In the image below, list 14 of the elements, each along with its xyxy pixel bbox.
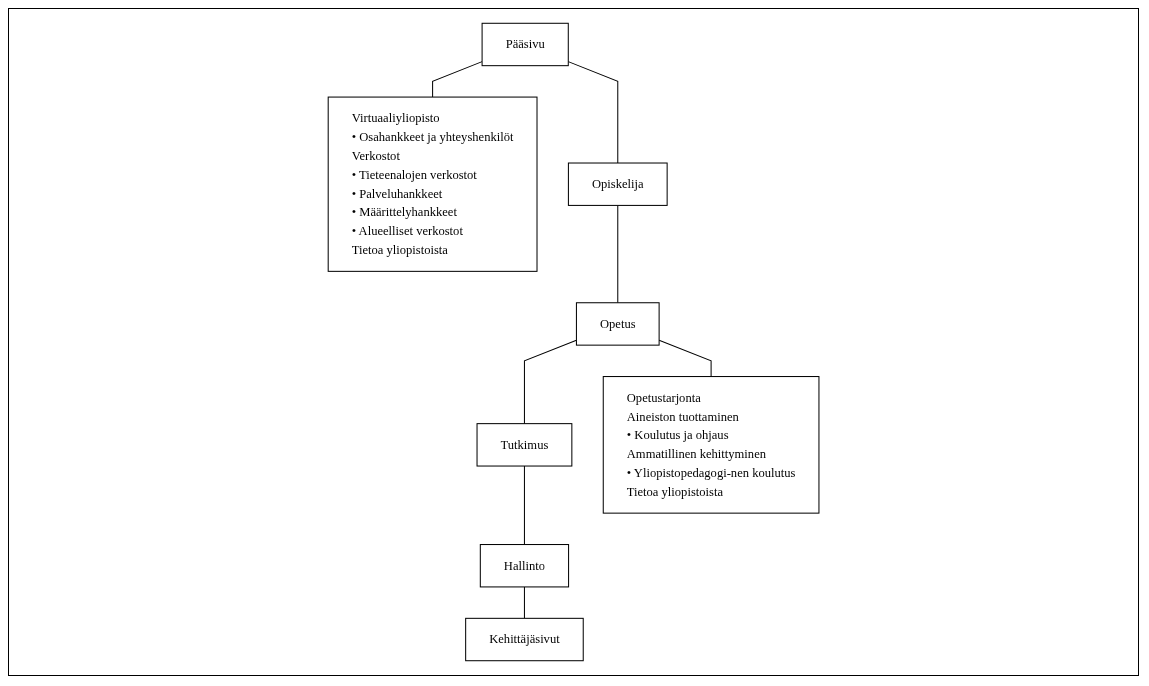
connector <box>432 61 483 98</box>
connector <box>523 339 577 425</box>
node-box <box>327 96 538 272</box>
node-box <box>479 544 569 588</box>
node-box <box>465 617 584 662</box>
node-box <box>567 162 668 206</box>
node-box <box>481 22 569 67</box>
node-box <box>476 423 573 467</box>
node-box <box>575 302 660 346</box>
connector <box>617 204 619 304</box>
connector <box>523 586 525 619</box>
connector <box>523 465 525 546</box>
page-frame: Pääsivu Virtuaaliyliopisto • Osahankkeet ja yhteyshenkilöt Verkostot • Tieteenalojen verkostot • Palveluhankkeet • Määrittelyhankkeet • Alueelliset verkostot Tietoa yliopistoista Opiskelija Opetus Tutkimus Hallinto Kehittäjäsivut Opetustarjonta Aineiston tuottaminen • Koulutus ja ohjaus Ammatillinen kehittyminen • Yliopistopedagogi-nen koulutus Tietoa yliopistoista <box>8 8 1139 676</box>
node-box <box>602 376 820 514</box>
